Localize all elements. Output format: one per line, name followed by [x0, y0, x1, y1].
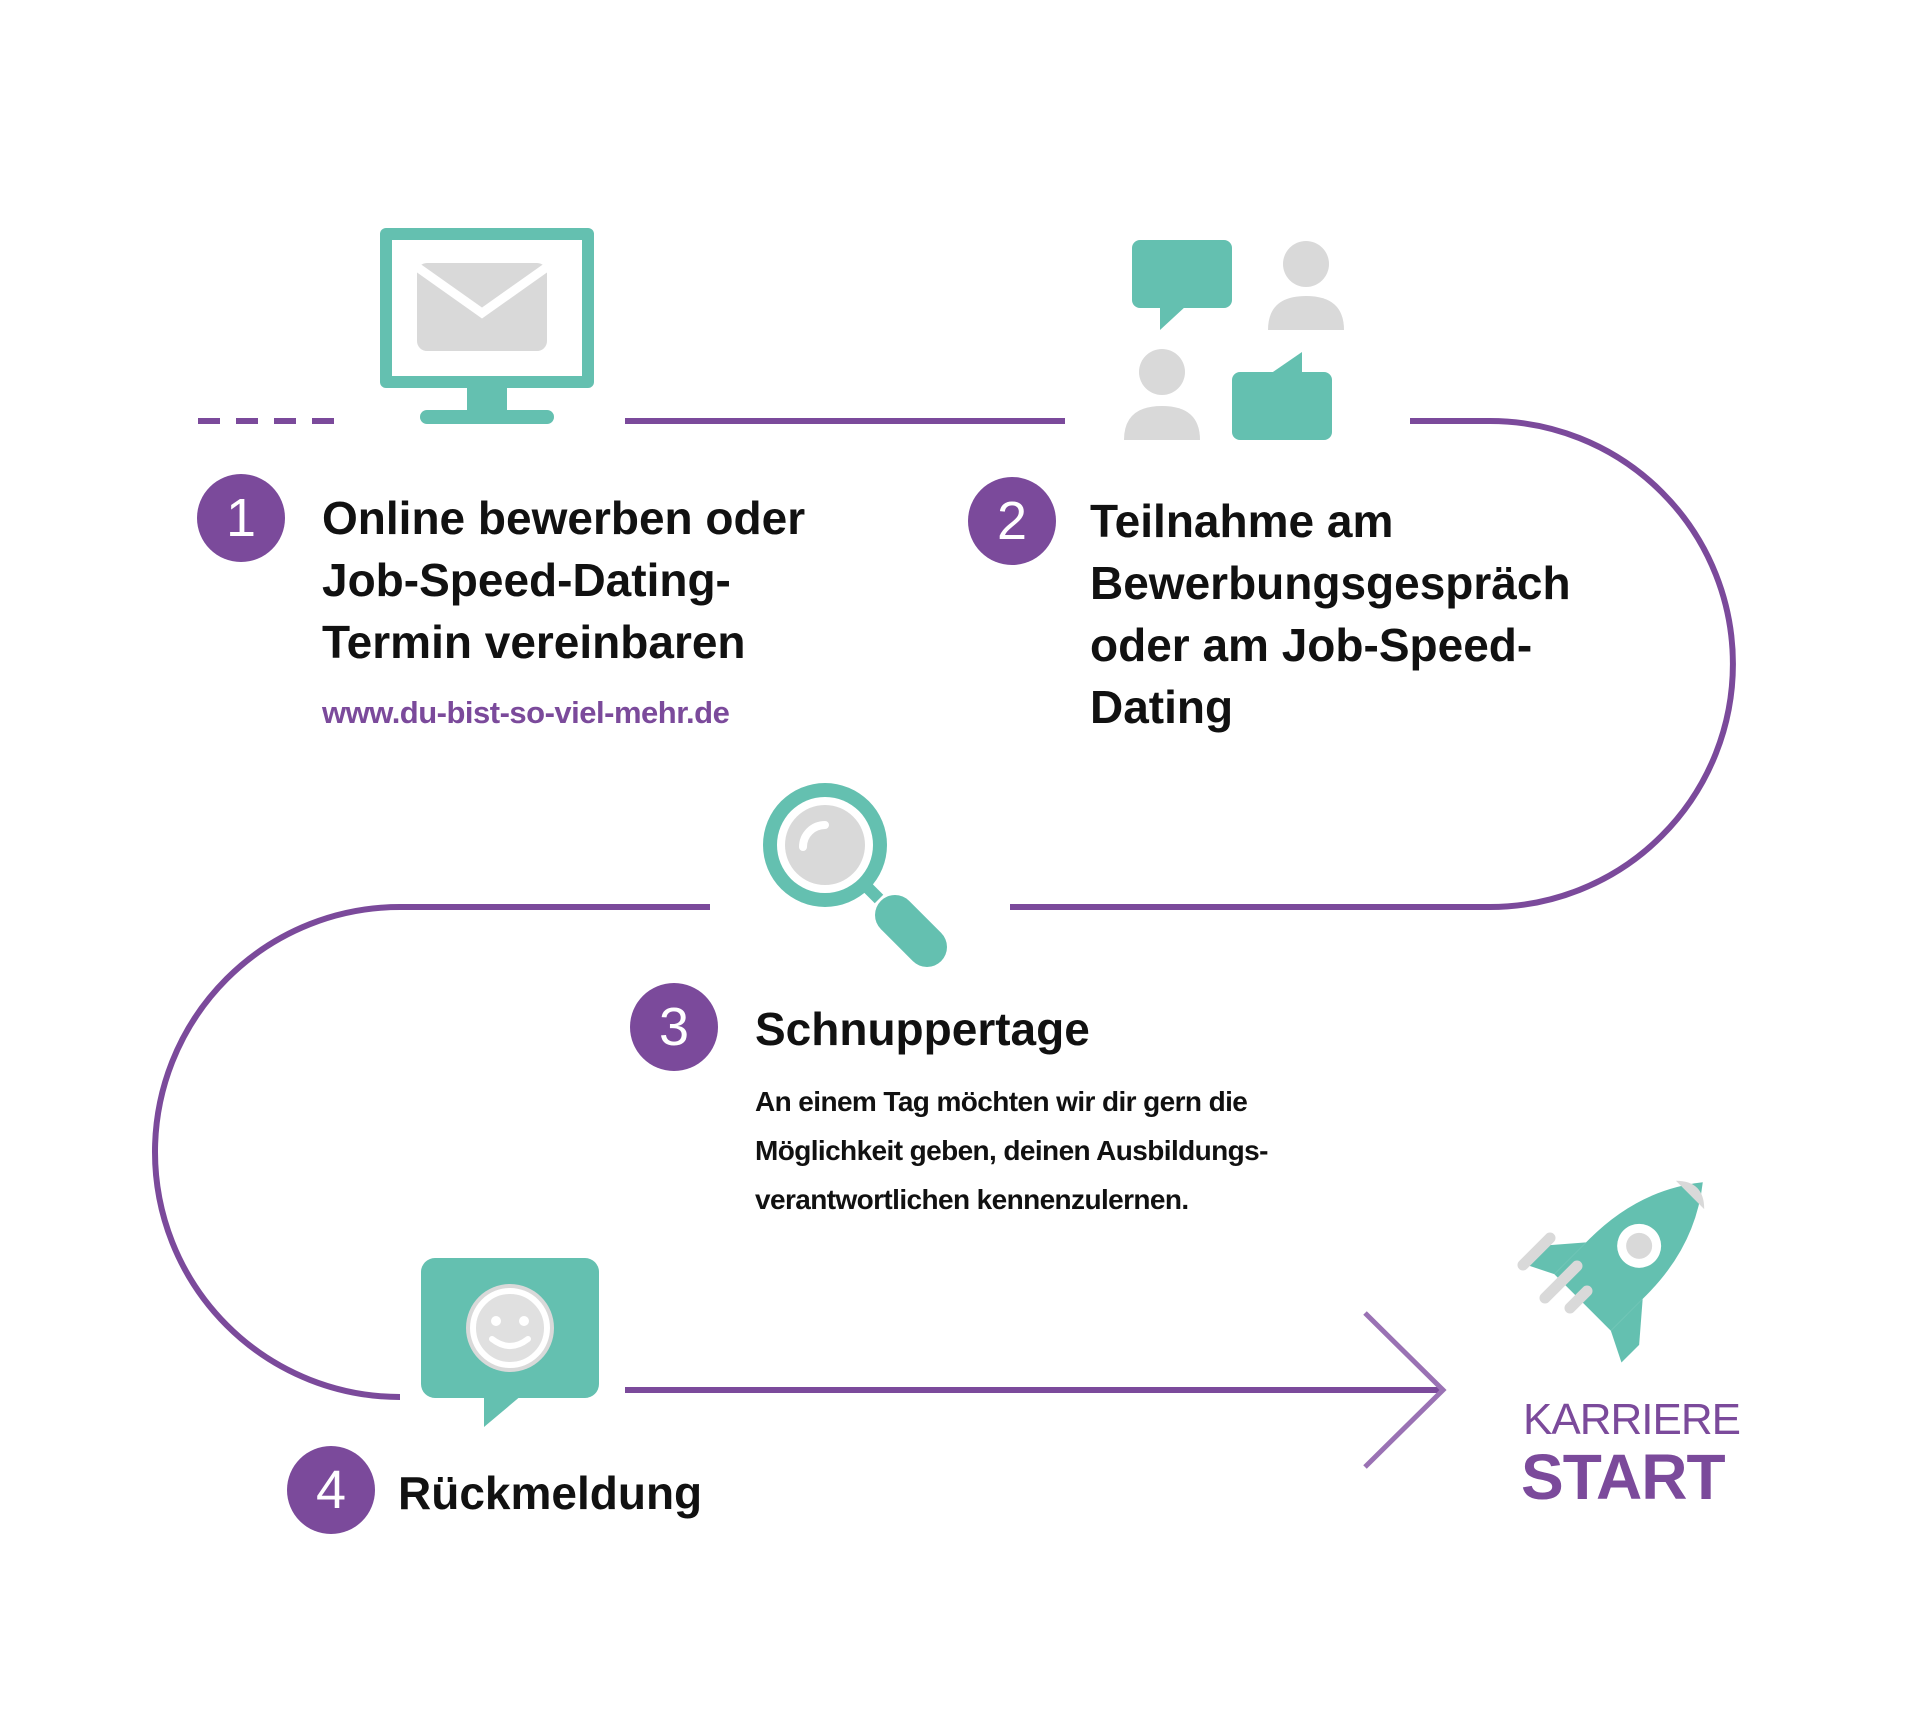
step-3-title: Schnuppertage	[755, 1003, 1090, 1055]
start-label: START	[1521, 1441, 1726, 1513]
path-curve-right	[1010, 418, 1736, 910]
step-4-number: 4	[287, 1446, 375, 1534]
arrow-head-icon	[1363, 1311, 1447, 1469]
step-1-title: Online bewerben oder Job-Speed-Dating- T…	[322, 492, 806, 668]
step-4-title: Rückmeldung	[398, 1467, 703, 1519]
step-3-number: 3	[630, 983, 718, 1071]
step-2-title: Teilnahme am Bewerbungsgespräch oder am …	[1090, 495, 1571, 733]
magnifier-icon	[763, 783, 947, 967]
karriere-label: KARRIERE	[1523, 1395, 1741, 1444]
rocket-icon	[1517, 1180, 1705, 1363]
path-curve-left	[152, 904, 710, 1400]
smiley-speech-bubble-icon	[421, 1258, 599, 1427]
step-3-description: An einem Tag möchten wir dir gern die Mö…	[755, 1086, 1268, 1215]
step-2-number: 2	[968, 477, 1056, 565]
chat-people-icon	[1124, 240, 1344, 440]
step-1-number: 1	[197, 474, 285, 562]
monitor-mail-icon	[380, 228, 594, 424]
step-1-website-link[interactable]: www.du-bist-so-viel-mehr.de	[322, 695, 730, 730]
